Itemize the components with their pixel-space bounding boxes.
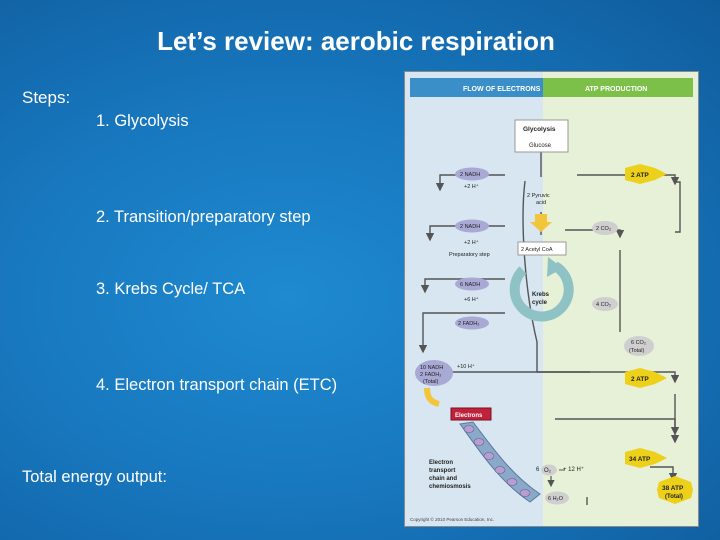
atp-1-label: 2 ATP [631, 172, 649, 179]
nadh-total-pill [415, 360, 453, 386]
total-energy-label: Total energy output: [22, 468, 167, 486]
krebs-label-2: cycle [532, 300, 548, 306]
h-plus-5-label: + 12 H⁺ [563, 466, 584, 473]
acetyl-coa-box [517, 241, 567, 256]
atp-total-label-1: 38 ATP [662, 485, 684, 492]
atp-burst-1 [625, 164, 667, 184]
nadh-pill-3 [455, 277, 489, 291]
step-transition: 2. Transition/preparatory step [96, 208, 311, 226]
atp-total-label-2: (Total) [665, 494, 683, 500]
slide-title: Let’s review: aerobic respiration [157, 26, 555, 56]
h-plus-1-label: +2 H⁺ [464, 183, 479, 190]
header-right-bar [543, 78, 693, 97]
nadh-pill-1 [455, 167, 489, 181]
copyright-label: Copyright © 2010 Pearson Education, Inc. [410, 516, 494, 522]
etc-label-2: transport [429, 468, 455, 474]
step-krebs: 3. Krebs Cycle/ TCA [96, 280, 246, 298]
h-plus-2-label: +2 H⁺ [464, 239, 479, 246]
etc-label-3: chain and [429, 476, 457, 482]
nadh-3-label: 6 NADH [460, 282, 480, 288]
o2-pill [541, 464, 557, 476]
co2-total-label-1: 6 CO₂ [631, 340, 646, 346]
co2-1-label: 2 CO₂ [596, 226, 611, 232]
electrons-box [450, 407, 492, 421]
h2o-pill [545, 491, 569, 505]
header-flow-of-electrons: FLOW OF ELECTRONS [463, 86, 541, 93]
h-plus-3-label: +6 H⁺ [464, 296, 479, 303]
etc-proteins [463, 425, 531, 497]
co2-total-label-2: (Total) [629, 348, 644, 354]
electrons-label: Electrons [455, 413, 483, 419]
o2-label: O₂ [544, 468, 552, 474]
preparatory-step-label: Preparatory step [449, 252, 490, 258]
glycolysis-box [514, 119, 569, 153]
atp-3-label: 34 ATP [629, 456, 651, 463]
co2-total-pill [624, 336, 654, 356]
etc-label-1: Electron [429, 460, 453, 466]
steps-label: Steps: [22, 88, 71, 107]
glucose-label: Glucose [529, 143, 552, 149]
h2o-label: 6 H₂O [548, 496, 564, 502]
nadh-total-label-1: 10 NADH [420, 365, 443, 371]
etc-label-4: chemiosmosis [429, 484, 471, 490]
nadh-pill-2 [455, 219, 489, 233]
krebs-label-1: Krebs [532, 292, 550, 298]
header-left-bar [410, 78, 543, 97]
nadh-2-label: 2 NADH [460, 224, 480, 230]
yellow-arrow-to-etc [424, 387, 440, 407]
nadh-total-label-2: 2 FADH₂ [420, 372, 441, 378]
h-plus-4-label: +10 H⁺ [457, 363, 475, 370]
acetyl-coa-label: 2 Acetyl CoA [521, 247, 553, 253]
step-glycolysis: 1. Glycolysis [96, 112, 189, 130]
yellow-arrow-down [530, 214, 552, 232]
krebs-cycle-ring [509, 261, 574, 322]
pyruvic-acid-label-1: 2 Pyruvic [527, 193, 550, 199]
krebs-cycle-arrowhead [547, 257, 563, 277]
co2-pill-1 [592, 221, 618, 235]
fadh-pill [455, 316, 489, 330]
respiration-diagram-svg: FLOW OF ELECTRONS ATP PRODUCTION Glycoly… [405, 72, 698, 526]
nadh-1-label: 2 NADH [460, 172, 480, 178]
header-atp-production: ATP PRODUCTION [585, 86, 647, 93]
atp-burst-3 [625, 448, 667, 468]
nadh-total-label-3: (Total) [423, 379, 438, 385]
co2-pill-2 [592, 297, 618, 311]
pyruvic-acid-label-2: acid [536, 200, 546, 206]
fadh-label: 2 FADH₂ [458, 321, 479, 327]
step-etc: 4. Electron transport chain (ETC) [96, 376, 338, 394]
atp-total-burst [657, 476, 693, 504]
respiration-diagram: FLOW OF ELECTRONS ATP PRODUCTION Glycoly… [404, 71, 699, 527]
atp-2-label: 2 ATP [631, 376, 649, 383]
atp-burst-2 [625, 368, 667, 388]
co2-2-label: 4 CO₂ [596, 302, 611, 308]
glycolysis-label: Glycolysis [523, 126, 556, 133]
six-label: 6 [536, 467, 540, 473]
